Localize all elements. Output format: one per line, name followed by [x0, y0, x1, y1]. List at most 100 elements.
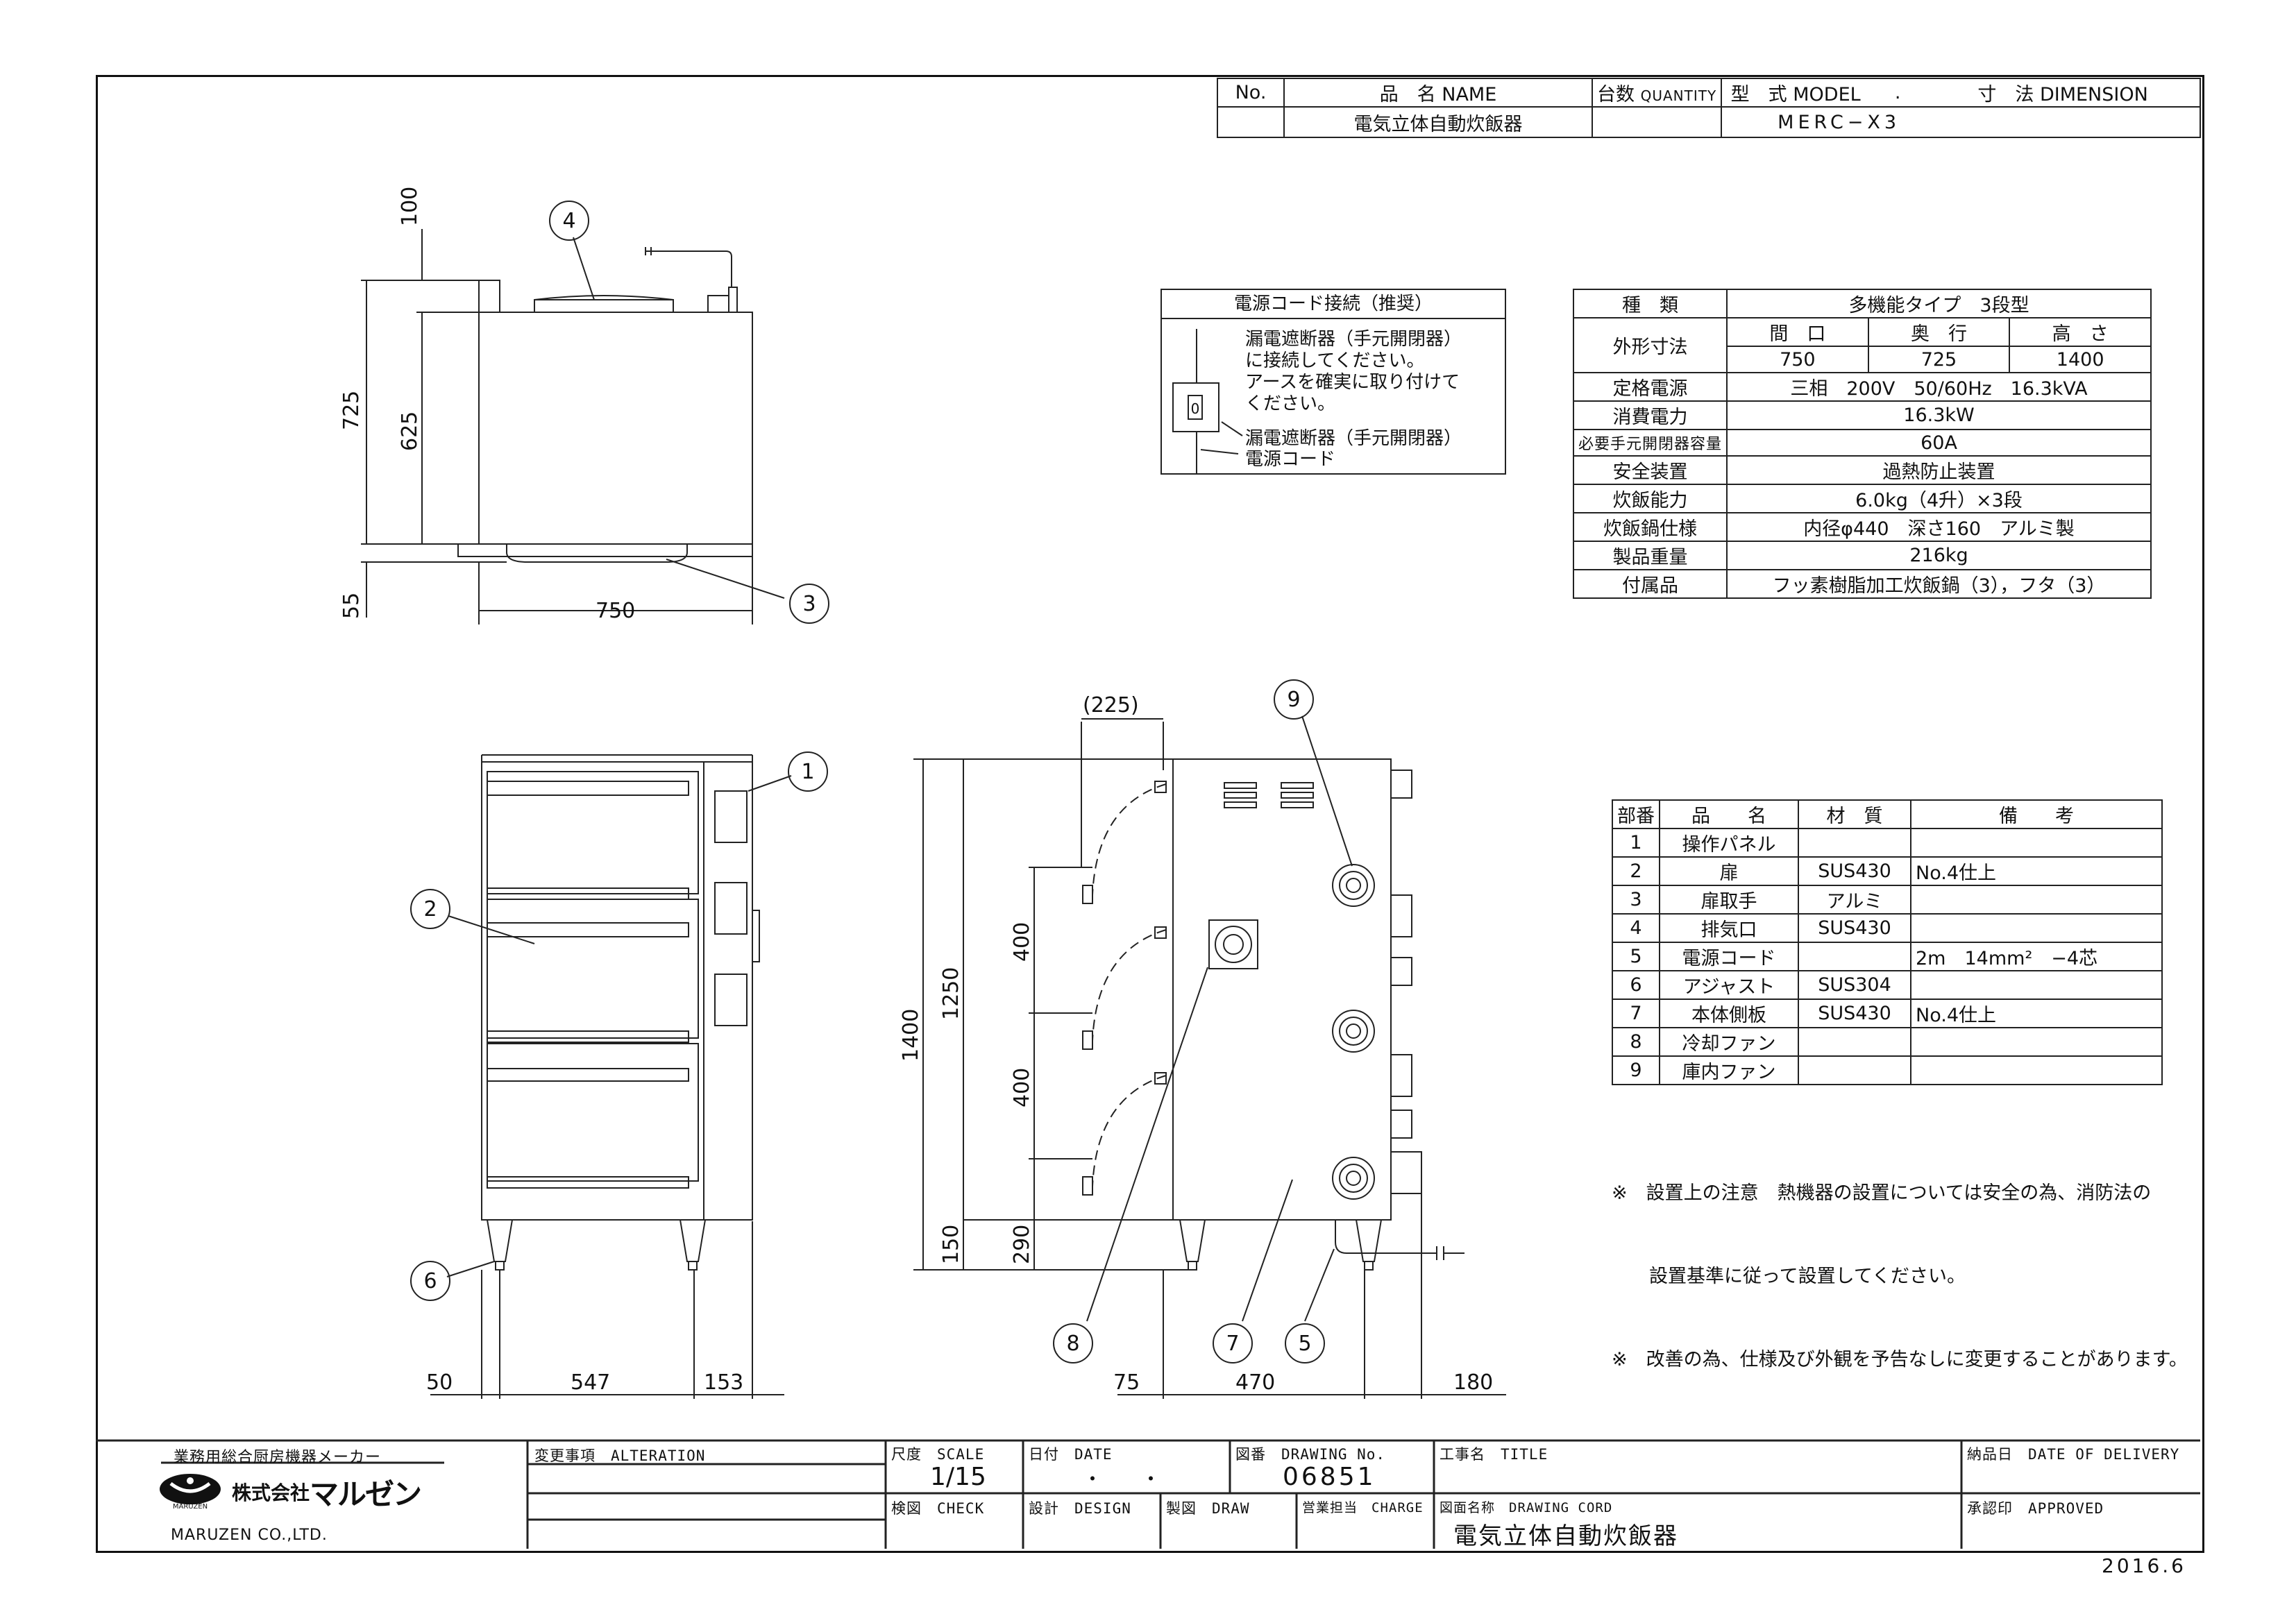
spec-value: 60A [1726, 429, 2152, 457]
dim-1400: 1400 [899, 1009, 923, 1062]
dim-400-upper: 400 [1010, 922, 1034, 962]
spec-table: 種 類多機能タイプ 3段型 外形寸法 間 口 奥 行 高 さ 750 725 1… [1572, 289, 2152, 599]
issue-date: 2016.6 [2102, 1554, 2186, 1577]
dim-547: 547 [571, 1370, 610, 1395]
balloon-7: 7 [1226, 1332, 1239, 1356]
spec-value: 多機能タイプ 3段型 [1726, 289, 2152, 318]
dim-100: 100 [398, 187, 422, 226]
spec-value: フッ素樹脂加工炊飯鍋（3），フタ（3） [1726, 569, 2152, 599]
header-model-label: 型 式 MODEL [1721, 78, 1870, 108]
dim-50: 50 [426, 1370, 453, 1395]
sheet-border [96, 75, 2204, 1553]
dim-470: 470 [1235, 1370, 1275, 1395]
dim-290: 290 [1010, 1225, 1034, 1264]
power-note-text: 漏電遮断器（手元開閉器） に接続してください。 アースを確実に取り付けて くださ… [1245, 329, 1462, 415]
drawing-no-label: 図番 DRAWING No. [1235, 1446, 1386, 1463]
dim-150: 150 [939, 1225, 963, 1264]
spec-dims-header: 高 さ [2009, 317, 2152, 347]
spec-dims-value: 1400 [2009, 346, 2152, 373]
spec-dims-header: 奥 行 [1867, 317, 2011, 347]
spec-label: 種 類 [1572, 289, 1728, 318]
dim-625: 625 [398, 411, 422, 451]
dim-75: 75 [1113, 1370, 1140, 1395]
design-label: 設計 DESIGN [1029, 1500, 1131, 1517]
balloon-4: 4 [562, 209, 575, 233]
spec-label: 炊飯鍋仕様 [1572, 512, 1728, 542]
spec-label: 必要手元開閉器容量 [1572, 429, 1728, 457]
header-product-name: 電気立体自動炊飯器 [1283, 106, 1593, 138]
power-note-title: 電源コード接続（推奨） [1162, 290, 1505, 319]
header-no-label: No. [1217, 78, 1285, 108]
power-note-line-1: 漏電遮断器（手元開閉器） [1245, 329, 1462, 350]
title-block-lines [96, 1439, 2200, 1549]
side-view [913, 715, 1506, 1399]
balloon-6: 6 [423, 1269, 437, 1293]
date-label: 日付 DATE [1029, 1446, 1113, 1463]
balloon-2: 2 [423, 897, 437, 921]
dim-400-lower: 400 [1010, 1068, 1034, 1107]
spec-label: 製品重量 [1572, 541, 1728, 570]
delivery-label: 納品日 DATE OF DELIVERY [1967, 1446, 2180, 1463]
spec-dims-value: 725 [1867, 346, 2011, 373]
spec-label: 消費電力 [1572, 400, 1728, 430]
header-table: No. 品 名 NAME 台数 QUANTITY 型 式 MODEL . 寸 法… [1217, 78, 2201, 138]
spec-value: 16.3kW [1726, 400, 2152, 430]
approved-label: 承認印 APPROVED [1967, 1500, 2104, 1517]
parts-header: 備 考 [1910, 799, 2163, 829]
dim-725: 725 [339, 391, 364, 430]
company-name: 株式会社 [232, 1481, 310, 1504]
header-qty-label-en: QUANTITY [1640, 87, 1717, 104]
dim-750: 750 [596, 599, 635, 623]
scale-label: 尺度 SCALE [891, 1446, 985, 1463]
charge-label: 営業担当 CHARGE [1302, 1500, 1424, 1515]
power-note-line-2: に接続してください。 [1245, 350, 1425, 371]
company-logo: MARUZEN 株式会社 マルゼン [157, 1471, 448, 1511]
header-model: MERC−X3 [1721, 106, 2201, 138]
power-note-box: 電源コード接続（推奨） 漏電遮断器（手元開閉器） に接続してください。 アースを… [1160, 289, 1506, 475]
parts-header: 材 質 [1798, 799, 1911, 829]
spec-value: 内径φ440 深さ160 アルミ製 [1726, 512, 2152, 542]
spec-value: 過熱防止装置 [1726, 455, 2152, 485]
maruzen-logo-icon: MARUZEN [160, 1474, 221, 1511]
spec-dims-label: 外形寸法 [1572, 317, 1728, 373]
dim-180: 180 [1453, 1370, 1493, 1395]
spec-value: 三相 200V 50/60Hz 16.3kVA [1726, 372, 2152, 402]
title-label: 工事名 TITLE [1440, 1446, 1548, 1463]
spec-value: 6.0kg（4升）×3段 [1726, 484, 2152, 513]
front-view [430, 754, 792, 1399]
parts-header: 部番 [1612, 799, 1660, 829]
alteration-label: 変更事項 ALTERATION [534, 1447, 706, 1464]
dim-1250: 1250 [939, 967, 963, 1020]
spec-label: 炊飯能力 [1572, 484, 1728, 513]
header-dim-label: 寸 法 DIMENSION [1926, 78, 2201, 108]
installation-notes: ※ 設置上の注意 熱機器の設置については安全の為、消防法の 設置基準に従って設置… [1612, 1124, 2188, 1402]
drawing-no: 06851 [1283, 1463, 1376, 1491]
spec-dims-value: 750 [1726, 346, 1869, 373]
company-brand: マルゼン [310, 1477, 422, 1511]
balloon-5: 5 [1298, 1332, 1311, 1356]
spec-label: 定格電源 [1572, 372, 1728, 402]
note-line: ※ 設置上の注意 熱機器の設置については安全の為、消防法の [1612, 1182, 2152, 1204]
spec-label: 付属品 [1572, 569, 1728, 599]
header-qty-label: 台数 [1597, 84, 1635, 105]
power-note-line-3: アースを確実に取り付けて [1245, 372, 1460, 393]
cord-label: 電源コード [1245, 449, 1335, 470]
check-label: 検図 CHECK [891, 1500, 985, 1517]
part-balloons [410, 201, 1325, 1363]
note-line: 設置基準に従って設置してください。 [1612, 1266, 1966, 1287]
spec-label: 安全装置 [1572, 455, 1728, 485]
spec-dims-header: 間 口 [1726, 317, 1869, 347]
top-view [361, 229, 785, 624]
power-note-line-4: ください。 [1245, 393, 1336, 414]
draw-label: 製図 DRAW [1166, 1500, 1250, 1517]
note-line: ※ 改善の為、仕様及び外観を予告なしに変更することがあります。 [1612, 1349, 2188, 1370]
dim-55: 55 [339, 593, 364, 619]
